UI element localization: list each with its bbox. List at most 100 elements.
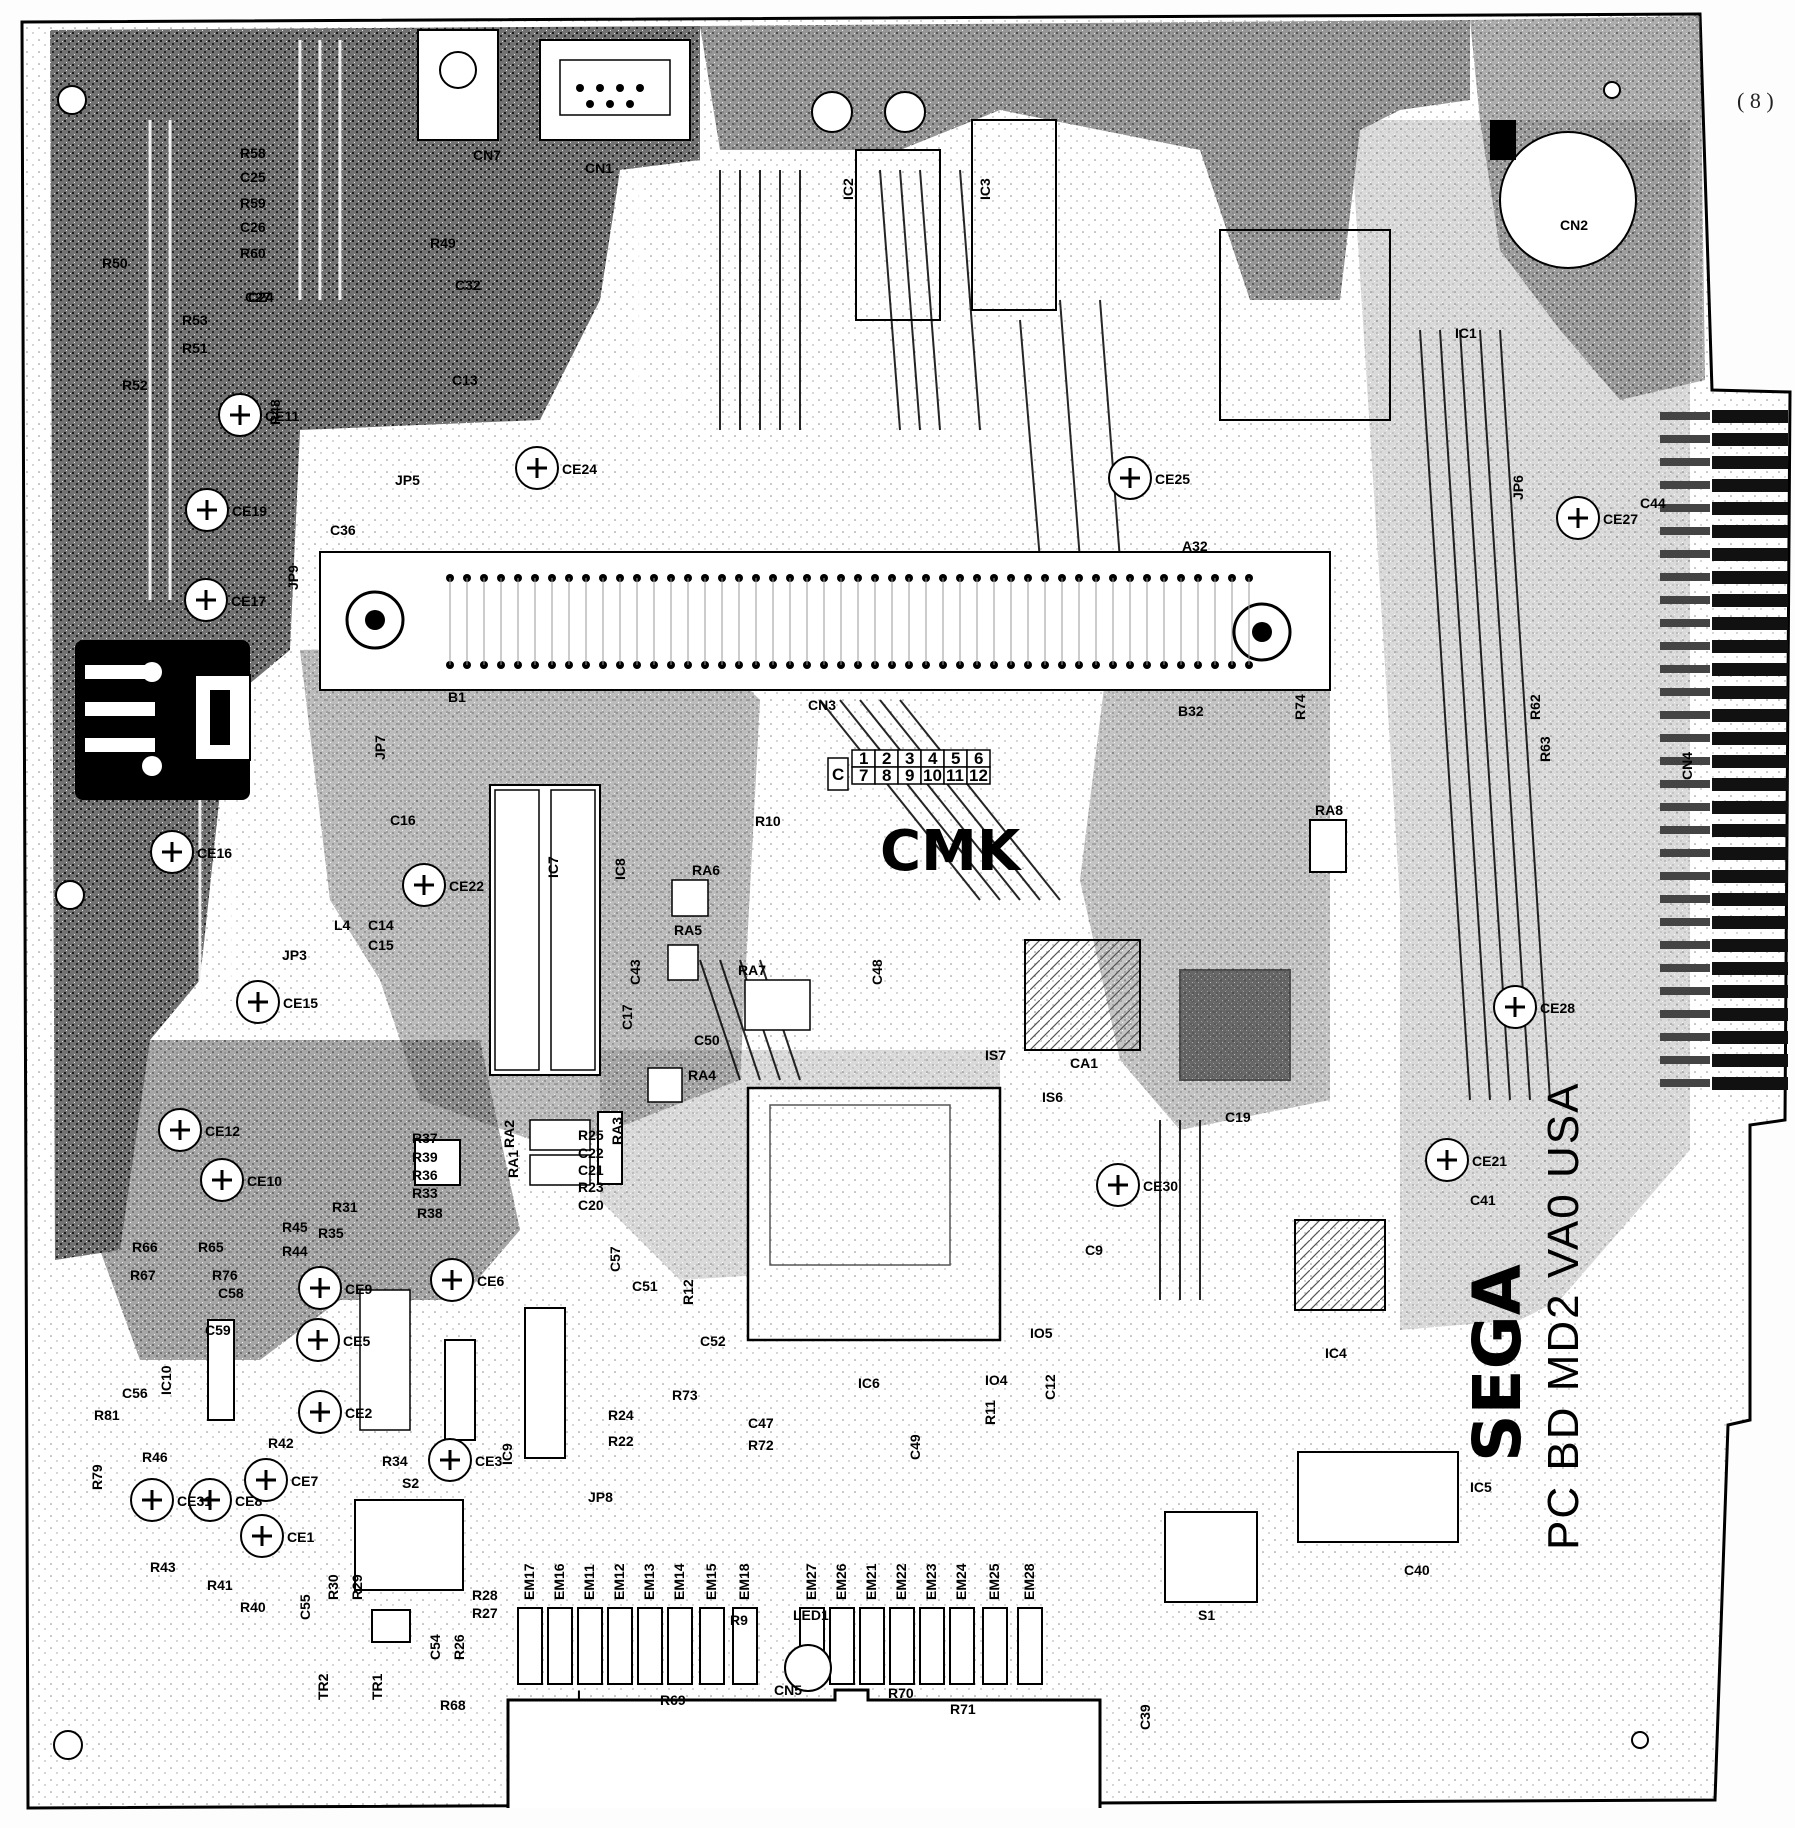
- component-label: R43: [150, 1559, 176, 1575]
- capacitor-label: CE6: [477, 1273, 504, 1289]
- component-label: R34: [382, 1453, 408, 1469]
- component-label: JP9: [285, 565, 301, 590]
- em-label: EM27: [803, 1563, 819, 1600]
- edge-connector: [1660, 410, 1788, 1090]
- em-label: EM24: [953, 1563, 969, 1600]
- pin-number: 7: [859, 766, 868, 785]
- component-label: RA7: [738, 962, 766, 978]
- component-label: RA2: [501, 1120, 517, 1148]
- component-label: R60: [240, 245, 266, 261]
- component-label: C21: [578, 1162, 604, 1178]
- component-label: C27: [245, 289, 271, 305]
- component-label: R44: [282, 1243, 308, 1259]
- pin-box-letter: C: [832, 765, 844, 784]
- capacitor-label: CE25: [1155, 471, 1190, 487]
- component-label: C25: [240, 169, 266, 185]
- component-label: CA1: [1070, 1055, 1098, 1071]
- component-label: C26: [240, 219, 266, 235]
- component-label: S1: [1198, 1607, 1215, 1623]
- pin-number: 11: [946, 766, 964, 785]
- component-label: RA4: [688, 1067, 716, 1083]
- component-label: IC3: [977, 178, 993, 200]
- component-label: IC10: [158, 1365, 174, 1395]
- component-label: R69: [660, 1692, 686, 1708]
- component-label: C20: [578, 1197, 604, 1213]
- component-label: S2: [402, 1475, 419, 1491]
- em-label: EM16: [551, 1563, 567, 1600]
- component-label: L: [577, 1687, 586, 1703]
- component-label: C51: [632, 1278, 658, 1294]
- component-label: IS7: [985, 1047, 1006, 1063]
- component-label: JP3: [282, 947, 307, 963]
- component-label: C49: [907, 1434, 923, 1460]
- component-label: CN2: [1560, 217, 1588, 233]
- component-label: C13: [452, 372, 478, 388]
- ic6-outline: [746, 1086, 1002, 1342]
- capacitor-label: CE5: [343, 1333, 370, 1349]
- component-label: C56: [122, 1385, 148, 1401]
- component-label: CN4: [1679, 752, 1695, 780]
- component-label: C36: [330, 522, 356, 538]
- maker-mark: CMK: [880, 819, 1023, 884]
- component-label: R59: [240, 195, 266, 211]
- component-label: R45: [282, 1219, 308, 1235]
- capacitor-label: CE9: [345, 1281, 372, 1297]
- component-label: R81: [94, 1407, 120, 1423]
- capacitor-label: CE21: [1472, 1153, 1507, 1169]
- component-label: R40: [240, 1599, 266, 1615]
- em-label: EM11: [581, 1564, 597, 1600]
- component-label: C44: [1640, 495, 1666, 511]
- capacitor-label: CE22: [449, 878, 484, 894]
- component-label: R23: [578, 1179, 604, 1195]
- component-label: CN3: [808, 697, 836, 713]
- component-label: R68: [440, 1697, 466, 1713]
- pin-number: 8: [882, 766, 891, 785]
- component-label: IC5: [1470, 1479, 1492, 1495]
- component-label: C15: [368, 937, 394, 953]
- component-label: IS6: [1042, 1089, 1063, 1105]
- component-label: IC7: [545, 856, 561, 878]
- capacitor-label: CE16: [197, 845, 232, 861]
- component-label: R73: [672, 1387, 698, 1403]
- component-label: TR2: [315, 1673, 331, 1700]
- em-label: EM14: [671, 1563, 687, 1600]
- component-label: C9: [1085, 1242, 1103, 1258]
- capacitor-label: CE1: [287, 1529, 314, 1545]
- em-label: EM17: [521, 1563, 537, 1600]
- component-label: R65: [198, 1239, 224, 1255]
- s1-switch: [1164, 1511, 1258, 1603]
- component-label: C39: [1137, 1704, 1153, 1730]
- component-label: IC1: [1455, 325, 1477, 341]
- component-label: R46: [142, 1449, 168, 1465]
- component-label: C55: [297, 1594, 313, 1620]
- component-label: R74: [1292, 694, 1308, 720]
- component-label: IO4: [985, 1372, 1008, 1388]
- capacitor-label: CE27: [1603, 511, 1638, 527]
- component-label: R53: [182, 312, 208, 328]
- component-label: JP8: [588, 1489, 613, 1505]
- component-label: R38: [417, 1205, 443, 1221]
- component-label: JP6: [1510, 475, 1526, 500]
- component-label: C58: [218, 1285, 244, 1301]
- capacitor-label: CE19: [232, 503, 267, 519]
- em-label: EM22: [893, 1563, 909, 1600]
- component-label: C24: [248, 289, 274, 305]
- cn3-socket: [319, 551, 1331, 691]
- component-label: R12: [680, 1279, 696, 1305]
- pin-number: 12: [969, 766, 988, 785]
- component-label: R71: [950, 1701, 976, 1717]
- component-label: B1: [448, 689, 466, 705]
- pin-number: 1: [859, 749, 868, 768]
- pin-number: 6: [974, 749, 983, 768]
- ic5-outline: [1297, 1451, 1459, 1543]
- component-label: IC2: [840, 178, 856, 200]
- component-label: R25: [578, 1127, 604, 1143]
- component-label: R26: [451, 1634, 467, 1660]
- capacitor-label: CE11: [265, 408, 299, 424]
- component-label: IC8: [612, 858, 628, 880]
- component-label: R50: [102, 255, 128, 271]
- component-label: JP5: [395, 472, 420, 488]
- page-number: ( 8 ): [1737, 88, 1774, 113]
